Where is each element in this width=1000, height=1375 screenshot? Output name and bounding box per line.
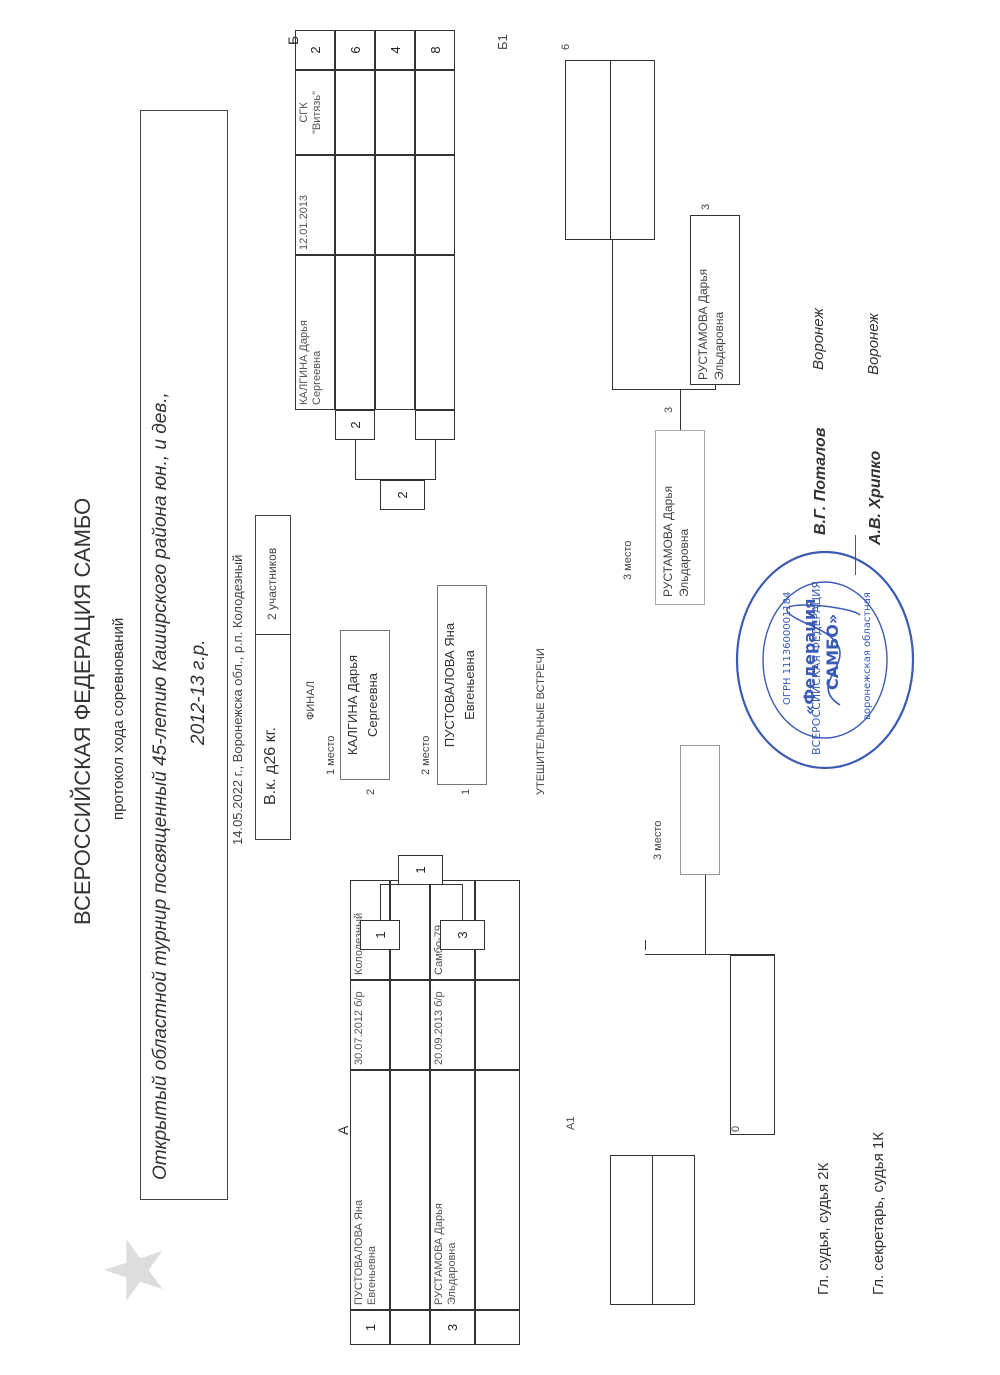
chief-judge-label: Гл. судья, судья 2К: [815, 1162, 832, 1295]
group-b1-score-top: 6: [560, 43, 572, 50]
group-a-row1-num: 1: [350, 1310, 390, 1345]
svg-text:«Федерация: «Федерация: [800, 599, 819, 715]
group-b1-semi-score: 3: [663, 406, 675, 413]
group-a-winner2-box: 3: [440, 920, 485, 950]
group-b-row1-team: СГК "Витязь": [295, 70, 335, 155]
final-label: ФИНАЛ: [305, 680, 317, 720]
group-a-row2-name: РУСТАМОВА Дарья Эльдаровна: [430, 1070, 475, 1310]
signature-line: [855, 535, 856, 575]
group-b-row1-num: 2: [295, 30, 335, 70]
group-b-row1-name: КАЛГИНА Дарья Сергеевна: [295, 255, 335, 410]
group-a-final-box: 1: [398, 855, 443, 885]
group-b1-label: Б1: [495, 34, 510, 50]
chief-secretary-label: Гл. секретарь, судья 1К: [870, 1132, 887, 1295]
weight-category: В.к. д26 кг.: [262, 727, 279, 805]
date-location: 14.05.2022 г., Воронежска обл., р.п. Кол…: [230, 554, 245, 845]
group-a-row1-name: ПУСТОВАЛОВА Яна Евгеньевна: [350, 1070, 390, 1310]
group-a1-box-right: [730, 955, 775, 1135]
final-second-score: 1: [460, 788, 472, 795]
group-a1-third-place-box: [680, 745, 720, 875]
group-b1-third-place-label: 3 место: [622, 540, 634, 580]
group-a-row2-birth: 20.09.2013 б/р: [430, 980, 475, 1070]
federation-title: ВСЕРОССИЙСКАЯ ФЕДЕРАЦИЯ САМБО: [70, 497, 95, 925]
group-b-row1-birth: 12.01.2013: [295, 155, 335, 255]
chief-secretary-city: Воронеж: [865, 313, 882, 375]
group-b-winner1-box: 2: [335, 410, 375, 440]
group-a-row1-birth: 30.07.2012 б/р: [350, 980, 390, 1070]
group-a-label: А: [335, 1125, 351, 1135]
group-b-row3-num: 4: [375, 30, 415, 70]
group-b-row2-num: 6: [335, 30, 375, 70]
group-a1-score: 0: [730, 1125, 742, 1132]
participants-count: 2 участников: [265, 547, 279, 620]
chief-judge-city: Воронеж: [810, 308, 827, 370]
svg-text:воронежская областная: воронежская областная: [862, 592, 873, 720]
final-first-place-label: 1 место: [325, 735, 337, 775]
final-second-name: ПУСТОВАЛОВА Яна Евгеньевна: [442, 622, 477, 748]
final-first-score: 2: [365, 788, 377, 795]
svg-text:ОГРН 1113600001184: ОГРН 1113600001184: [782, 592, 793, 705]
federation-stamp: ВСЕРОССИЙСКАЯ ФЕДЕРАЦИЯ «Федерация САМБО…: [735, 550, 915, 770]
final-first-name: КАЛГИНА Дарья Сергеевна: [345, 654, 380, 756]
chief-judge-name: В.Г. Поталов: [812, 427, 829, 535]
final-second-place-label: 2 место: [420, 735, 432, 775]
group-a1-label: А1: [565, 1116, 577, 1130]
group-b-final-box: 2: [380, 480, 425, 510]
group-b-row4-num: 8: [415, 30, 455, 70]
group-b1-score-bottom: 3: [700, 203, 712, 210]
tournament-title-line1: Открытый областной турнир посвященный 45…: [150, 392, 171, 1180]
svg-text:САМБО»: САМБО»: [823, 614, 842, 690]
group-b1-third-place-name: РУСТАМОВА Дарья Эльдаровна: [661, 485, 691, 597]
group-a-winner1-box: 1: [360, 920, 400, 950]
tournament-title-line2: 2012-13 г.р.: [188, 639, 209, 745]
svg-text:ВСЕРОССИЙСКАЯ ФЕДЕРАЦИЯ: ВСЕРОССИЙСКАЯ ФЕДЕРАЦИЯ: [810, 581, 823, 755]
group-b1-bottom-name: РУСТАМОВА Дарья Эльдаровна: [696, 268, 726, 380]
group-a1-third-place-label: 3 место: [652, 820, 664, 860]
group-a-row2-num: 3: [430, 1310, 475, 1345]
chief-secretary-name: А.В. Хрипко: [867, 450, 884, 545]
group-b-winner2-box: [415, 410, 455, 440]
protocol-title: протокол хода соревнований: [110, 617, 127, 820]
repechage-label: УТЕШИТЕЛЬНЫЕ ВСТРЕЧИ: [535, 648, 547, 795]
watermark-star-icon: ★: [90, 1234, 179, 1306]
